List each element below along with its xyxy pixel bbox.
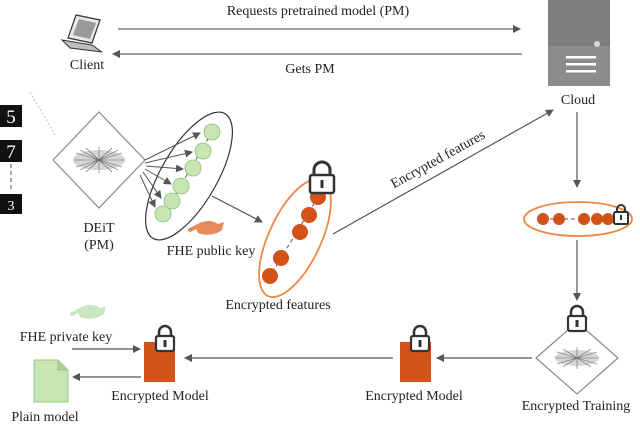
laptop-icon	[60, 14, 103, 53]
encrypted-node	[591, 213, 603, 225]
digit-7: 7	[6, 142, 16, 163]
encrypted-node	[273, 250, 289, 266]
digit-images: 5 7 3	[0, 91, 56, 214]
encrypted-features-group	[258, 160, 336, 298]
public-key-icon	[188, 220, 224, 235]
lock-icon	[613, 204, 629, 225]
feature-node	[163, 192, 181, 210]
pm-label: (PM)	[84, 238, 114, 253]
encrypted-model-mid	[400, 324, 431, 382]
encrypted-training-label: Encrypted Training	[522, 399, 631, 414]
encrypted-model-mid-label: Encrypted Model	[365, 389, 463, 404]
plain-features-group	[144, 111, 234, 241]
encrypted-features-top-label: Encrypted features	[389, 128, 488, 192]
encrypted-model-left-label: Encrypted Model	[111, 389, 209, 404]
feature-node	[172, 177, 190, 195]
encrypted-chain-group	[523, 201, 633, 237]
deit-model-diamond	[52, 111, 146, 209]
encrypted-node	[537, 213, 549, 225]
feature-node	[203, 123, 221, 141]
digit-image-7	[0, 140, 22, 162]
lock-icon	[154, 324, 176, 353]
client-label: Client	[70, 58, 104, 73]
deit-label: DEiT	[83, 221, 115, 236]
private-key-icon	[70, 304, 106, 319]
feature-node	[184, 159, 202, 177]
upload-arrow	[332, 109, 554, 235]
encrypted-node	[292, 224, 308, 240]
plain-model-label: Plain model	[11, 410, 78, 424]
plain-model-document-icon	[33, 359, 69, 403]
lock-icon	[409, 324, 431, 353]
encrypted-training-diamond	[535, 321, 619, 395]
digit-5: 5	[6, 107, 16, 128]
request-label: Requests pretrained model (PM)	[227, 4, 410, 19]
encrypt-arrow	[211, 195, 263, 223]
server-icon	[548, 0, 610, 86]
encrypted-node	[262, 268, 278, 284]
feature-node	[154, 205, 172, 223]
encrypted-node	[578, 213, 590, 225]
encrypted-node	[553, 213, 565, 225]
digit-image-5	[0, 105, 22, 127]
fhe-public-key-label: FHE public key	[167, 244, 256, 259]
gets-pm-label: Gets PM	[285, 62, 335, 77]
encrypted-node	[301, 207, 317, 223]
encrypted-features-bottom-label: Encrypted features	[225, 298, 330, 313]
encrypted-node	[602, 213, 614, 225]
digit-3: 3	[8, 199, 15, 214]
encrypted-model-left	[144, 324, 176, 382]
digit-image-3	[0, 194, 22, 214]
feature-node	[194, 142, 212, 160]
lock-icon	[566, 304, 588, 333]
lock-icon	[308, 160, 336, 195]
cloud-label: Cloud	[561, 93, 595, 108]
fhe-private-key-label: FHE private key	[20, 330, 113, 345]
